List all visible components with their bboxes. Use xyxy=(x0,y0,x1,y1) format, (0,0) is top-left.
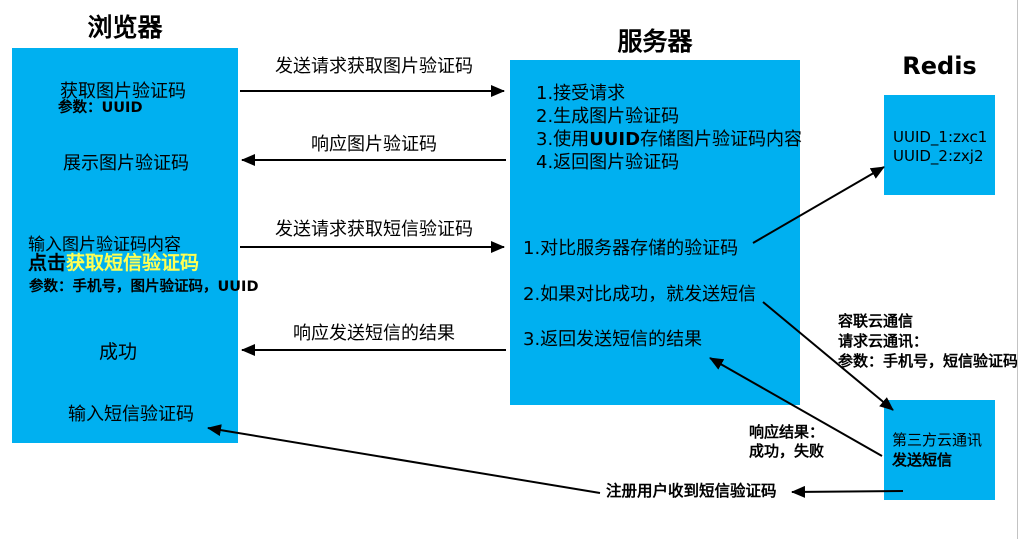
response-result-line2: 成功，失败 xyxy=(749,442,825,460)
server-block1-line3: 3.使用UUID存储图片验证码内容 xyxy=(536,128,802,151)
message-response-captcha: 响应图片验证码 xyxy=(311,134,437,155)
redis-entry-2: UUID_2:zxj2 xyxy=(893,147,984,165)
browser-sms-params: 参数：手机号，图片验证码，UUID xyxy=(29,279,259,295)
message-request-sms: 发送请求获取短信验证码 xyxy=(275,219,473,240)
arrow-register-to-browser xyxy=(207,424,601,494)
message-request-captcha: 发送请求获取图片验证码 xyxy=(275,56,473,77)
server-title: 服务器 xyxy=(617,27,693,56)
response-result-annotation: 响应结果： 成功，失败 xyxy=(749,423,824,461)
browser-step-get-captcha: 获取图片验证码 xyxy=(60,81,186,102)
server-block1-line3-post: 存储图片验证码内容 xyxy=(640,129,803,150)
sms-provider-name: 第三方云通讯 xyxy=(892,431,983,449)
browser-box xyxy=(12,48,238,443)
server-block1-line3-pre: 3.使用 xyxy=(536,129,590,150)
server-block1-line3-uuid: UUID xyxy=(589,129,641,150)
response-result-line1: 响应结果： xyxy=(749,423,825,441)
browser-step-success: 成功 xyxy=(99,341,138,363)
server-block1-line1: 1.接受请求 xyxy=(536,83,626,104)
redis-entries: UUID_1:zxc1 UUID_2:zxj2 xyxy=(893,128,987,166)
server-block2-line1: 1.对比服务器存储的验证码 xyxy=(523,238,739,259)
redis-box xyxy=(884,95,995,195)
server-block2-line3: 3.返回发送短信的结果 xyxy=(523,329,703,350)
rongyun-line3: 参数：手机号，短信验证码 xyxy=(838,352,1019,370)
server-block1: 1.接受请求 2.生成图片验证码 3.使用UUID存储图片验证码内容 4.返回图… xyxy=(536,82,802,174)
browser-step-get-captcha-params: 参数：UUID xyxy=(58,100,143,116)
click-prefix-label: 点击 xyxy=(28,252,67,274)
get-sms-code-highlight: 获取短信验证码 xyxy=(66,252,200,274)
sms-provider-action: 发送短信 xyxy=(892,451,953,469)
sms-provider-box xyxy=(884,400,995,500)
browser-step-input-captcha: 输入图片验证码内容 xyxy=(28,235,181,255)
register-receive-label: 注册用户收到短信验证码 xyxy=(606,482,777,500)
server-block1-line2: 2.生成图片验证码 xyxy=(536,106,680,127)
rongyun-annotation: 容联云通信 请求云通讯： 参数：手机号，短信验证码 xyxy=(838,311,1018,371)
browser-title: 浏览器 xyxy=(87,13,163,42)
rongyun-line1: 容联云通信 xyxy=(838,312,914,330)
redis-entry-1: UUID_1:zxc1 xyxy=(893,128,988,146)
slide-edge-divider xyxy=(1017,0,1018,539)
message-response-sms-result: 响应发送短信的结果 xyxy=(293,323,455,344)
browser-step-show-captcha: 展示图片验证码 xyxy=(63,153,189,174)
server-block2-line2: 2.如果对比成功，就发送短信 xyxy=(523,284,757,305)
server-block1-line4: 4.返回图片验证码 xyxy=(536,152,680,173)
browser-click-sms-line: 点击获取短信验证码 xyxy=(28,248,199,275)
server-box xyxy=(510,60,800,405)
redis-title: Redis xyxy=(902,52,977,80)
rongyun-line2: 请求云通讯： xyxy=(838,332,929,350)
browser-step-input-sms: 输入短信验证码 xyxy=(68,404,194,425)
